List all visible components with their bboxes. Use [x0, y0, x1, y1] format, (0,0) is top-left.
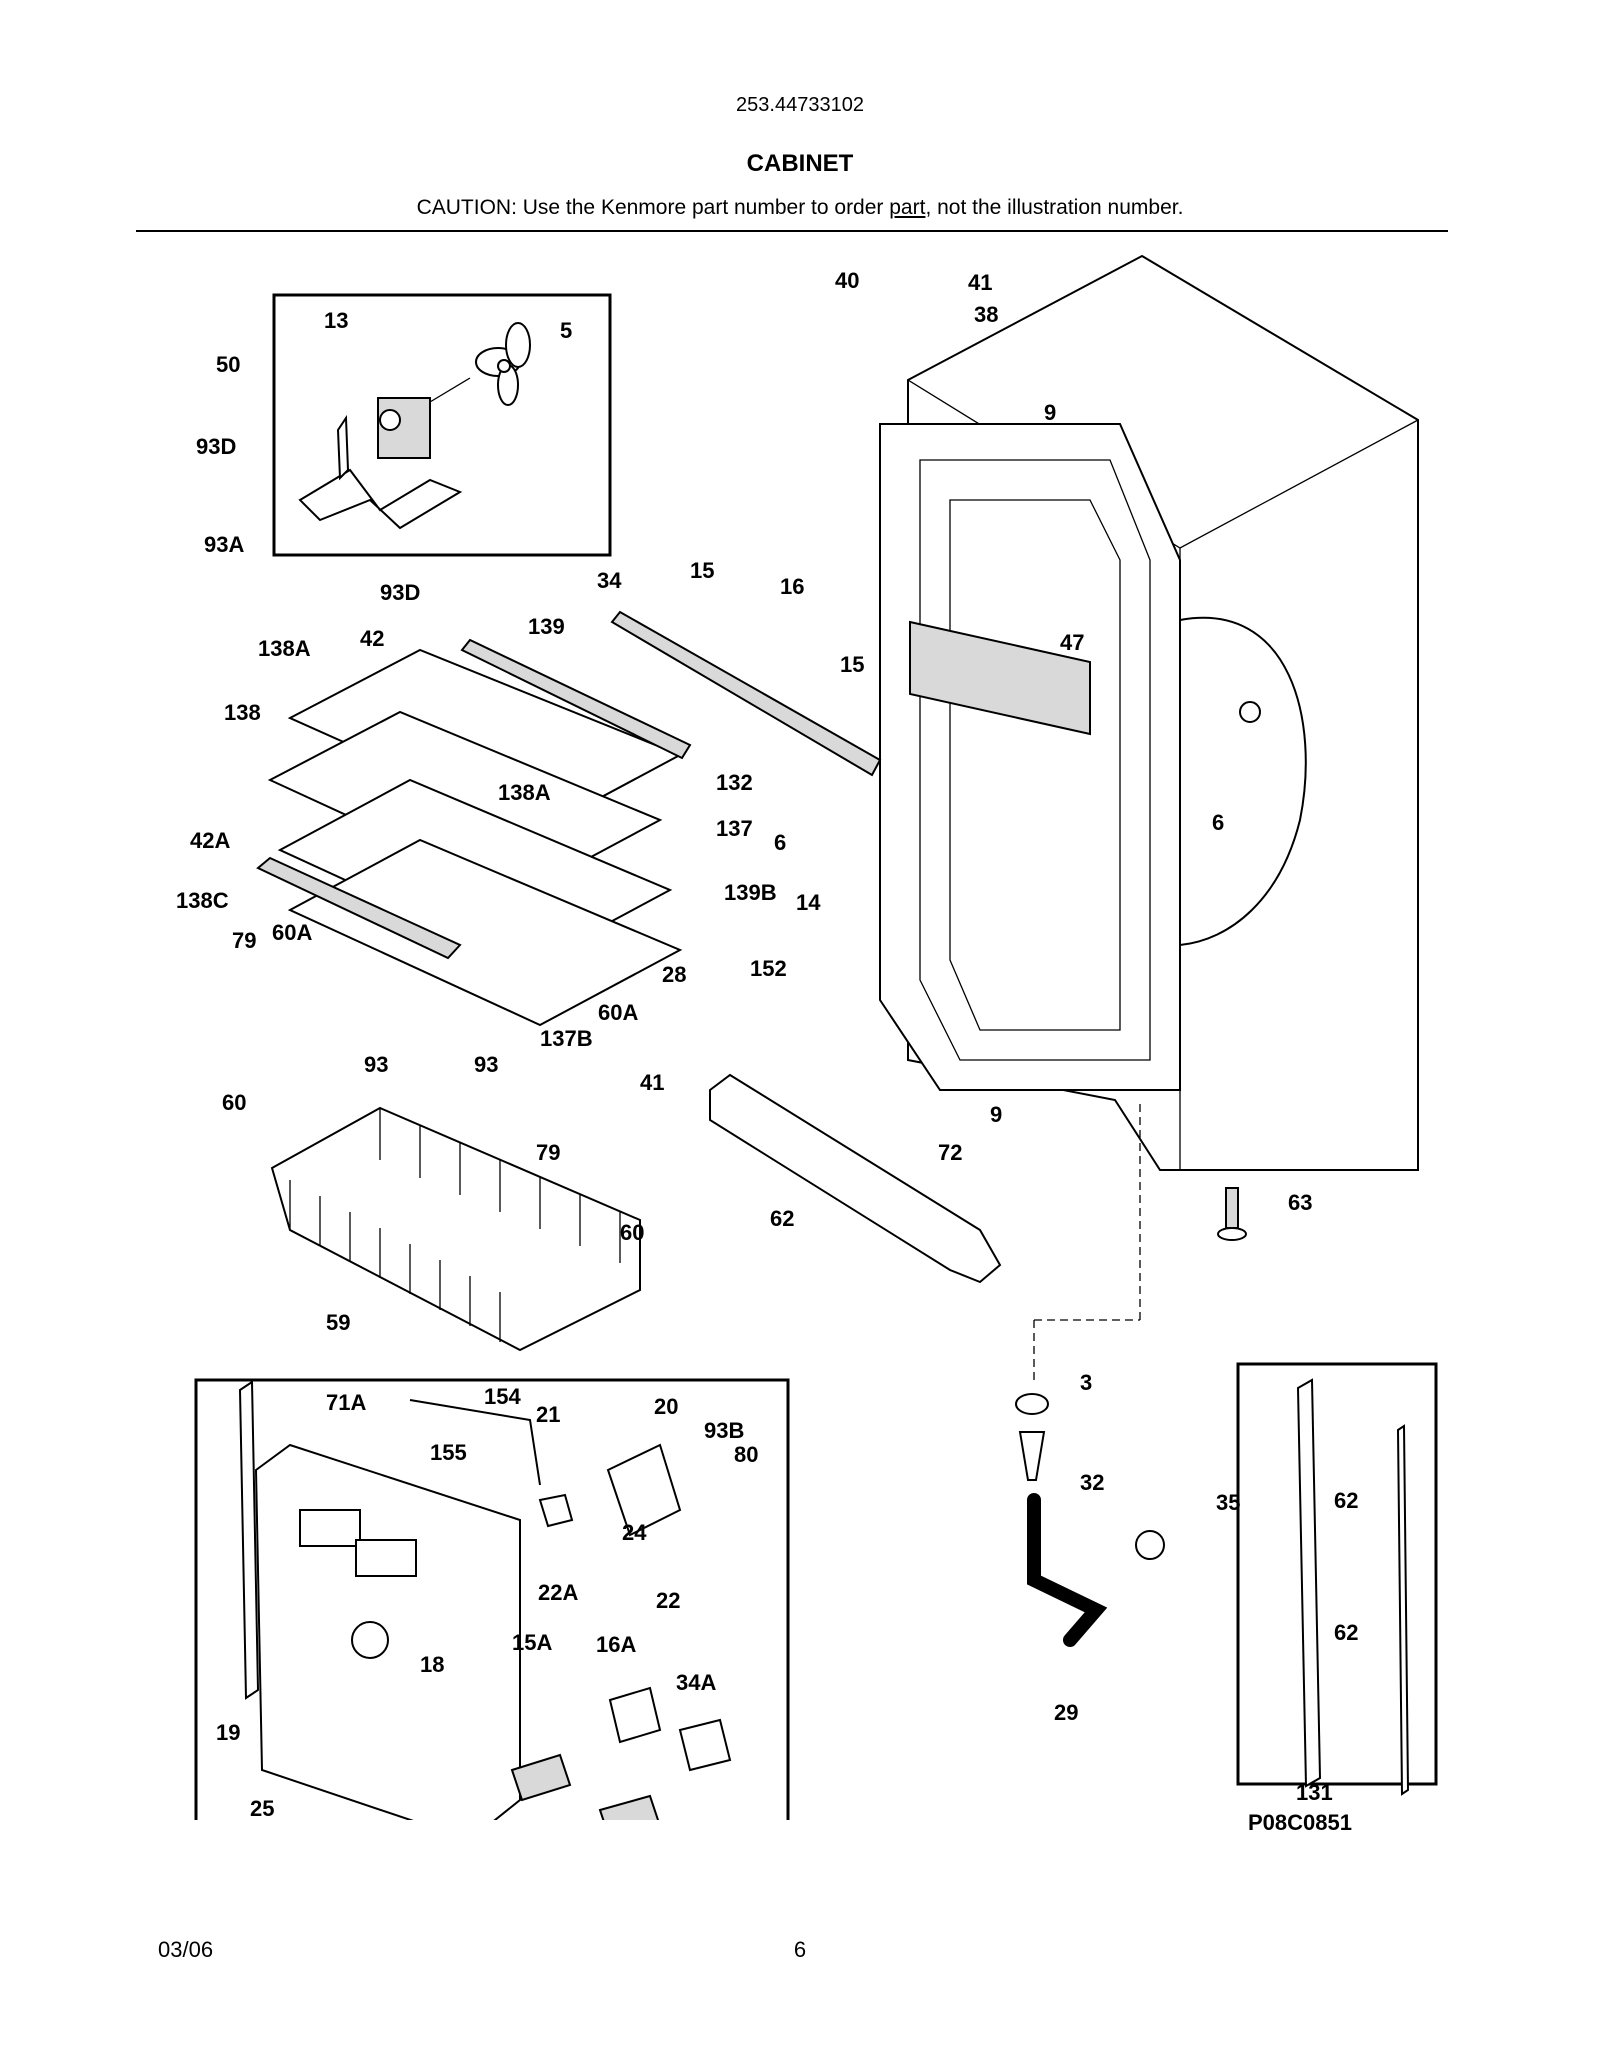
- callout-62: 62: [1334, 1488, 1358, 1513]
- control-panel-illustration: [238, 1380, 732, 1820]
- rail-strips: [1296, 1378, 1410, 1796]
- caution-note: CAUTION: Use the Kenmore part number to …: [0, 196, 1600, 220]
- callout-29: 29: [1054, 1700, 1078, 1725]
- callout-35: 35: [1216, 1490, 1240, 1515]
- callout-63: 63: [1288, 1190, 1312, 1215]
- revision-date: 03/06: [158, 1937, 214, 1962]
- callout-28: 28: [662, 962, 686, 987]
- cabinet-body: [879, 254, 1419, 1171]
- callout-139b: 139B: [724, 880, 777, 905]
- model-number: 253.44733102: [736, 94, 864, 116]
- callout-93b: 93B: [704, 1418, 744, 1443]
- callout-6: 6: [1212, 810, 1224, 835]
- callout-labels: 13 5 50 93D 93A 93D 40 41 38 9 34 15 16 15 47 138A 42 139…: [176, 268, 1358, 1820]
- callout-40: 40: [835, 268, 859, 293]
- shelf-assembly: [256, 610, 882, 1027]
- callout-5: 5: [560, 318, 572, 343]
- callout-34: 34: [597, 568, 622, 593]
- drain-parts: [1015, 1100, 1165, 1647]
- callout-15: 15: [690, 558, 714, 583]
- callout-6: 6: [774, 830, 786, 855]
- callout-152: 152: [750, 956, 787, 981]
- callout-138: 138: [224, 700, 261, 725]
- callout-34a: 34A: [676, 1670, 716, 1695]
- front-grille: [709, 1073, 1002, 1284]
- callout-93d: 93D: [380, 580, 420, 605]
- callout-154: 154: [484, 1384, 521, 1409]
- callout-72: 72: [938, 1140, 962, 1165]
- callout-60: 60: [620, 1220, 644, 1245]
- callout-22a: 22A: [538, 1580, 578, 1605]
- callout-16a: 16A: [596, 1632, 636, 1657]
- inset-panel-box: [194, 1378, 790, 1820]
- callout-60: 60: [222, 1090, 246, 1115]
- exploded-parts-diagram: 13 5 50 93D 93A 93D 40 41 38 9 34 15 16 15 47 138A 42 139…: [176, 254, 1438, 1820]
- callout-59: 59: [326, 1310, 350, 1335]
- leveling-leg: [1217, 1187, 1247, 1241]
- callout-20: 20: [654, 1394, 678, 1419]
- callout-14: 14: [796, 890, 821, 915]
- callout-155: 155: [430, 1440, 467, 1465]
- callout-18: 18: [420, 1652, 444, 1677]
- callout-15: 15: [840, 652, 864, 677]
- header-rule: [136, 230, 1448, 232]
- callout-9: 9: [990, 1102, 1002, 1127]
- callout-15a: 15A: [512, 1630, 552, 1655]
- caution-text: CAUTION: Use the Kenmore part number to …: [416, 196, 890, 219]
- drawing-number: P08C0851: [1248, 1810, 1352, 1835]
- callout-62: 62: [1334, 1620, 1358, 1645]
- callout-138a: 138A: [258, 636, 311, 661]
- callout-9: 9: [1044, 400, 1056, 425]
- callout-50: 50: [216, 352, 240, 377]
- callout-19: 19: [216, 1720, 240, 1745]
- callout-131: 131: [1296, 1780, 1333, 1805]
- callout-138c: 138C: [176, 888, 229, 913]
- inset-rail-box: [1236, 1362, 1438, 1786]
- callout-41: 41: [640, 1070, 664, 1095]
- caution-text-end: , not the illustration number.: [925, 196, 1184, 219]
- callout-60a: 60A: [272, 920, 312, 945]
- callout-22: 22: [656, 1588, 680, 1613]
- page-number: 6: [793, 1937, 807, 1962]
- fan-motor-illustration: [298, 322, 531, 530]
- callout-3: 3: [1080, 1370, 1092, 1395]
- callout-137b: 137B: [540, 1026, 593, 1051]
- callout-93: 93: [474, 1052, 498, 1077]
- callout-21: 21: [536, 1402, 560, 1427]
- callout-79: 79: [232, 928, 256, 953]
- callout-138a: 138A: [498, 780, 551, 805]
- callout-139: 139: [528, 614, 565, 639]
- callout-24: 24: [622, 1520, 647, 1545]
- callout-93: 93: [364, 1052, 388, 1077]
- callout-41: 41: [968, 270, 992, 295]
- callout-80: 80: [734, 1442, 758, 1467]
- callout-79: 79: [536, 1140, 560, 1165]
- callout-16: 16: [780, 574, 804, 599]
- callout-47: 47: [1060, 630, 1084, 655]
- callout-93d: 93D: [196, 434, 236, 459]
- callout-25: 25: [250, 1796, 274, 1820]
- callout-42: 42: [360, 626, 384, 651]
- callout-132: 132: [716, 770, 753, 795]
- callout-93a: 93A: [204, 532, 244, 557]
- callout-60a: 60A: [598, 1000, 638, 1025]
- callout-137: 137: [716, 816, 753, 841]
- callout-71a: 71A: [326, 1390, 366, 1415]
- wire-basket: [270, 1106, 641, 1352]
- callout-38: 38: [974, 302, 998, 327]
- caution-link: part: [889, 196, 926, 219]
- callout-32: 32: [1080, 1470, 1104, 1495]
- section-title: CABINET: [746, 150, 854, 177]
- callout-13: 13: [324, 308, 348, 333]
- inset-fan-box: [272, 293, 612, 557]
- callout-62: 62: [770, 1206, 794, 1231]
- callout-42a: 42A: [190, 828, 230, 853]
